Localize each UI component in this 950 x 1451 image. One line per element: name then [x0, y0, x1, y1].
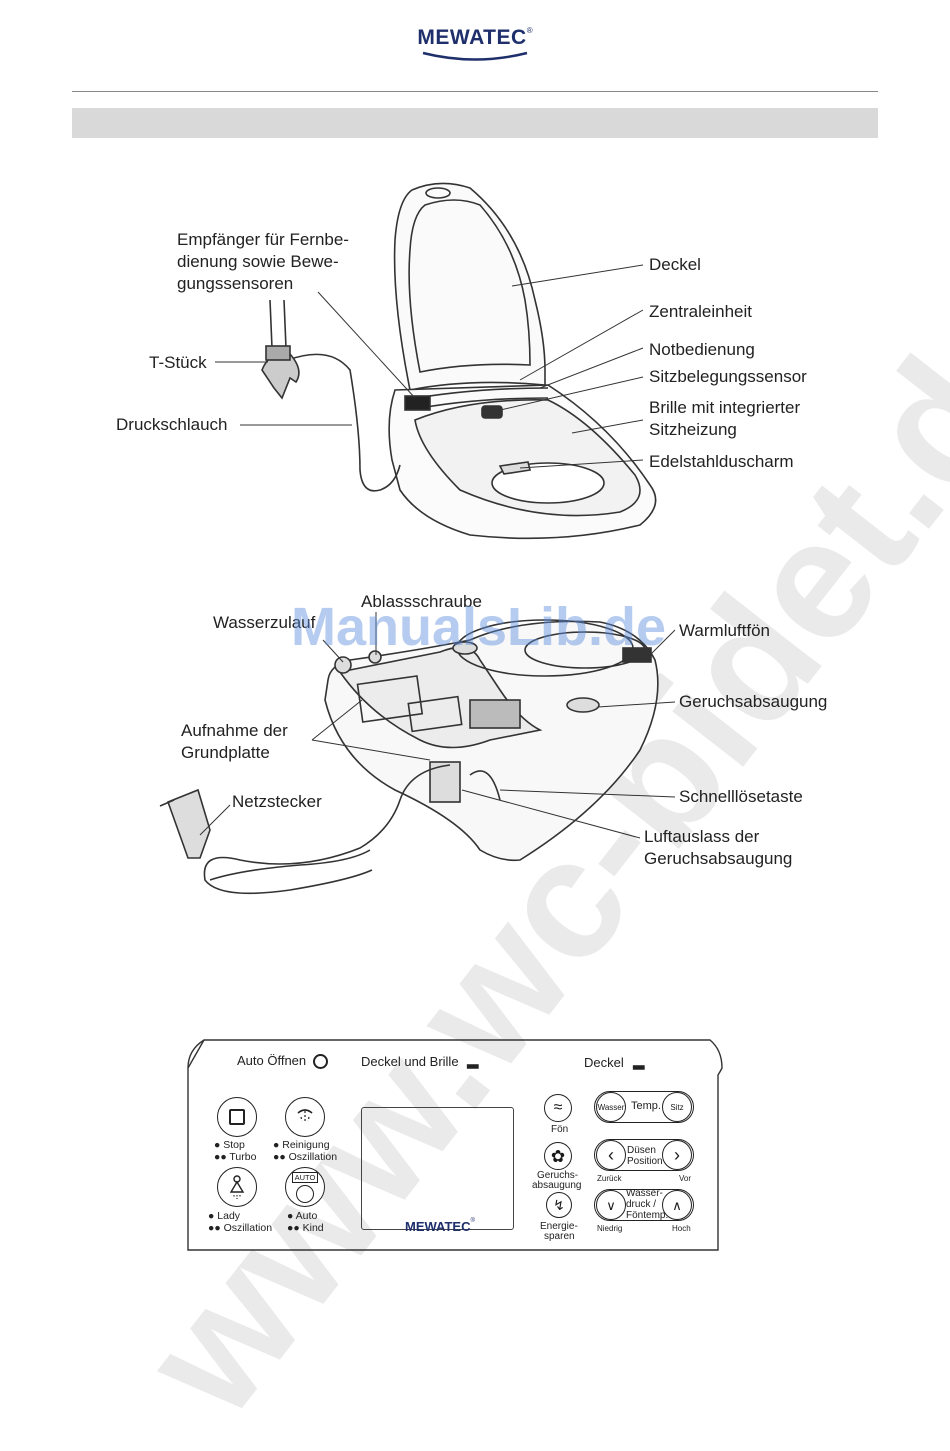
- brand-logo: MEWATEC®: [0, 26, 950, 64]
- water-temp-label: Wasser: [597, 1102, 625, 1112]
- label-power-plug: Netzstecker: [232, 792, 322, 811]
- panel-brand-name: MEWATEC: [405, 1219, 471, 1234]
- label-lid: Deckel: [649, 255, 701, 274]
- label-pressure-hose: Druckschlauch: [116, 415, 228, 434]
- water-temp-button[interactable]: Wasser: [596, 1092, 626, 1122]
- fan-icon: ✿: [550, 1146, 566, 1166]
- panel-brand-reg: ®: [470, 1218, 475, 1224]
- label-seat-sensor: Sitzbelegungssensor: [649, 367, 807, 386]
- auto-badge: AUTO: [291, 1171, 319, 1183]
- auto-open-indicator-icon[interactable]: [313, 1054, 328, 1069]
- odor-label-2: absaugung: [532, 1180, 582, 1191]
- lid-and-seat-label: Deckel und Brille: [361, 1054, 459, 1069]
- brand-registered-mark: ®: [526, 26, 533, 35]
- energy-label-1: Energie-: [540, 1221, 578, 1232]
- nozzle-label-1: Düsen: [627, 1145, 656, 1156]
- label-base-plate-line2: Grundplatte: [181, 743, 270, 762]
- chevron-up-icon: ∧: [672, 1197, 682, 1213]
- label-nozzle: Edelstahlduscharm: [649, 452, 794, 471]
- lid-and-seat-toilet-icon[interactable]: ▂: [467, 1052, 479, 1069]
- auto-open-label: Auto Öffnen: [237, 1053, 307, 1068]
- chevron-down-icon: ∨: [606, 1197, 616, 1213]
- lady-label-2: ●● Oszillation: [208, 1222, 273, 1234]
- cleaning-label-1: ● Reinigung: [273, 1139, 330, 1151]
- shower-icon: [297, 1109, 313, 1123]
- auto-label-1: ● Auto: [287, 1210, 318, 1222]
- lid-toilet-icon[interactable]: ▂: [633, 1053, 645, 1070]
- stop-label-2: ●● Turbo: [214, 1151, 257, 1163]
- odor-extraction-button[interactable]: ✿: [544, 1142, 572, 1170]
- energy-saving-button[interactable]: ↯: [546, 1192, 572, 1218]
- energy-label-2: sparen: [544, 1231, 575, 1242]
- low-label: Niedrig: [597, 1224, 623, 1233]
- chevron-right-icon: ›: [674, 1145, 680, 1165]
- label-air-outlet-line1: Luftauslass der: [644, 827, 760, 846]
- label-receiver-line1: Empfänger für Fernbe-: [177, 230, 349, 249]
- label-water-inlet: Wasserzulauf: [213, 613, 316, 632]
- label-heated-seat-line1: Brille mit integrierter: [649, 398, 801, 417]
- pressure-label-2: druck /: [626, 1199, 657, 1210]
- dryer-button[interactable]: ≈: [544, 1094, 572, 1122]
- label-quick-release: Schnelllösetaste: [679, 787, 803, 806]
- diagonal-watermark: www.wc-bidet.de: [107, 250, 950, 1449]
- high-label: Hoch: [672, 1224, 691, 1233]
- nozzle-forward-button[interactable]: ›: [662, 1140, 692, 1170]
- lady-button[interactable]: [217, 1167, 257, 1207]
- lady-label-1: ● Lady: [208, 1210, 241, 1222]
- brand-swoosh-icon: [422, 51, 528, 61]
- child-face-icon: [296, 1184, 314, 1203]
- pressure-up-button[interactable]: ∧: [662, 1190, 692, 1220]
- lid-label: Deckel: [584, 1055, 624, 1070]
- label-warm-air-dryer: Warmluftfön: [679, 621, 771, 640]
- label-drain-screw: Ablassschraube: [361, 592, 482, 611]
- stop-icon: [229, 1109, 245, 1125]
- label-receiver-line3: gungssensoren: [177, 274, 294, 293]
- header-divider: [72, 91, 878, 92]
- dryer-label: Fön: [551, 1124, 569, 1135]
- label-air-outlet-line2: Geruchsabsaugung: [644, 849, 793, 868]
- label-central-unit: Zentraleinheit: [649, 302, 753, 321]
- back-label: Zurück: [597, 1174, 622, 1183]
- temp-label: Temp.: [631, 1100, 661, 1112]
- pressure-down-button[interactable]: ∨: [596, 1190, 626, 1220]
- pressure-label-1: Wasser-: [626, 1188, 663, 1199]
- label-receiver-line2: dienung sowie Bewe-: [177, 252, 339, 271]
- cleaning-label-2: ●● Oszillation: [273, 1151, 338, 1163]
- seat-temp-label: Sitz: [670, 1102, 684, 1112]
- section-title-bar: [72, 108, 878, 138]
- chevron-left-icon: ‹: [608, 1145, 614, 1165]
- dryer-waves-icon: ≈: [553, 1099, 563, 1116]
- nozzle-label-2: Position: [627, 1156, 663, 1167]
- label-heated-seat-line2: Sitzheizung: [649, 420, 737, 439]
- label-base-plate-line1: Aufnahme der: [181, 721, 288, 740]
- label-odor-extraction: Geruchsabsaugung: [679, 692, 828, 711]
- brand-name: MEWATEC: [417, 26, 527, 49]
- auto-label-2: ●● Kind: [287, 1222, 324, 1234]
- display-screen: [361, 1107, 514, 1230]
- stop-label-1: ● Stop: [214, 1139, 245, 1151]
- nozzle-back-button[interactable]: ‹: [596, 1140, 626, 1170]
- odor-label-1: Geruchs-: [537, 1170, 579, 1181]
- label-emergency-operation: Notbedienung: [649, 340, 755, 359]
- seat-temp-button[interactable]: Sitz: [662, 1092, 692, 1122]
- stop-button[interactable]: [217, 1097, 257, 1137]
- label-t-piece: T-Stück: [149, 353, 207, 372]
- cleaning-button[interactable]: [285, 1097, 325, 1137]
- lightning-icon: ↯: [553, 1197, 565, 1213]
- pressure-label-3: Föntemp.: [626, 1210, 669, 1221]
- auto-button[interactable]: AUTO: [285, 1167, 325, 1207]
- manualslib-watermark: ManualsLib.de: [291, 597, 667, 657]
- forward-label: Vor: [679, 1174, 692, 1183]
- panel-brand: MEWATEC®: [405, 1218, 475, 1236]
- lady-icon: [229, 1175, 245, 1199]
